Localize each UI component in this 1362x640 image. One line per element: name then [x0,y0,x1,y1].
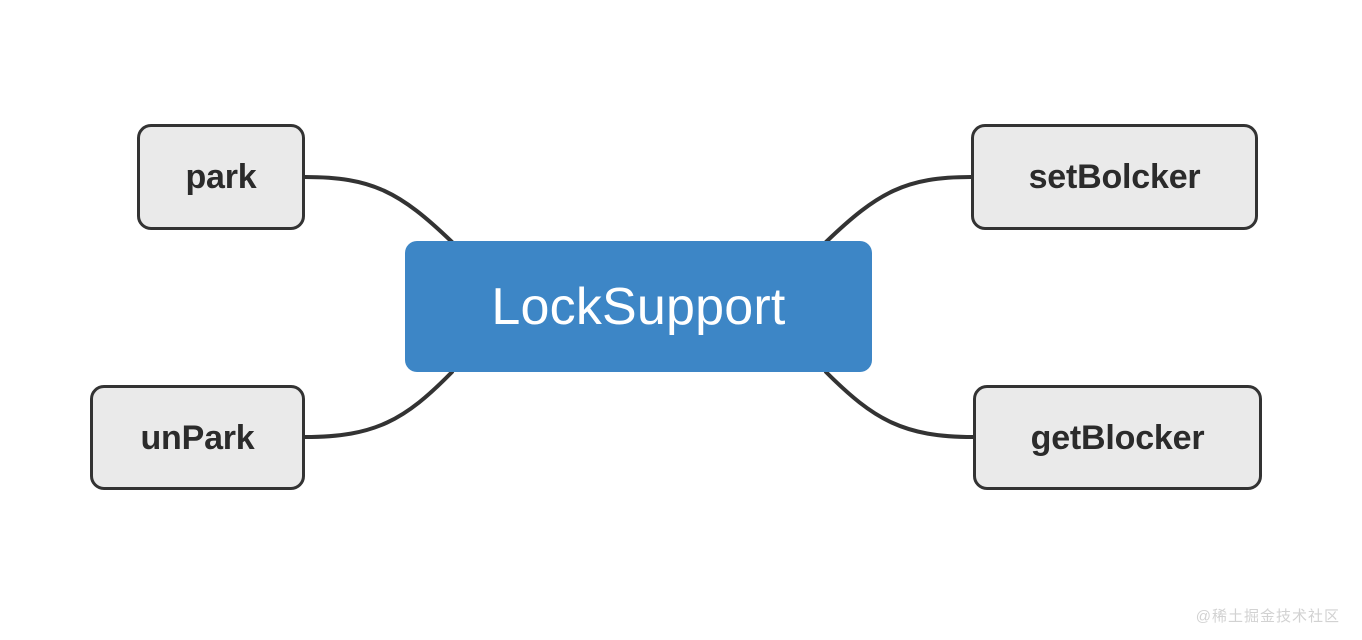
node-locksupport-label: LockSupport [491,277,786,336]
node-unpark[interactable]: unPark [90,385,305,490]
node-unpark-label: unPark [140,418,255,457]
node-setblocker-label: setBolcker [1028,158,1201,196]
connector-locksupport-to-getblocker [824,370,975,439]
node-park[interactable]: park [137,124,305,230]
node-getblocker-label: getBlocker [1030,418,1205,457]
node-locksupport[interactable]: LockSupport [405,241,872,372]
node-setblocker[interactable]: setBolcker [971,124,1258,230]
connector-park-to-locksupport [303,175,454,244]
connector-locksupport-to-setblocker [824,175,973,244]
node-park-label: park [185,158,257,196]
watermark: @稀土掘金技术社区 [1195,608,1340,625]
connector-unpark-to-locksupport [303,370,454,439]
node-getblocker[interactable]: getBlocker [973,385,1262,490]
